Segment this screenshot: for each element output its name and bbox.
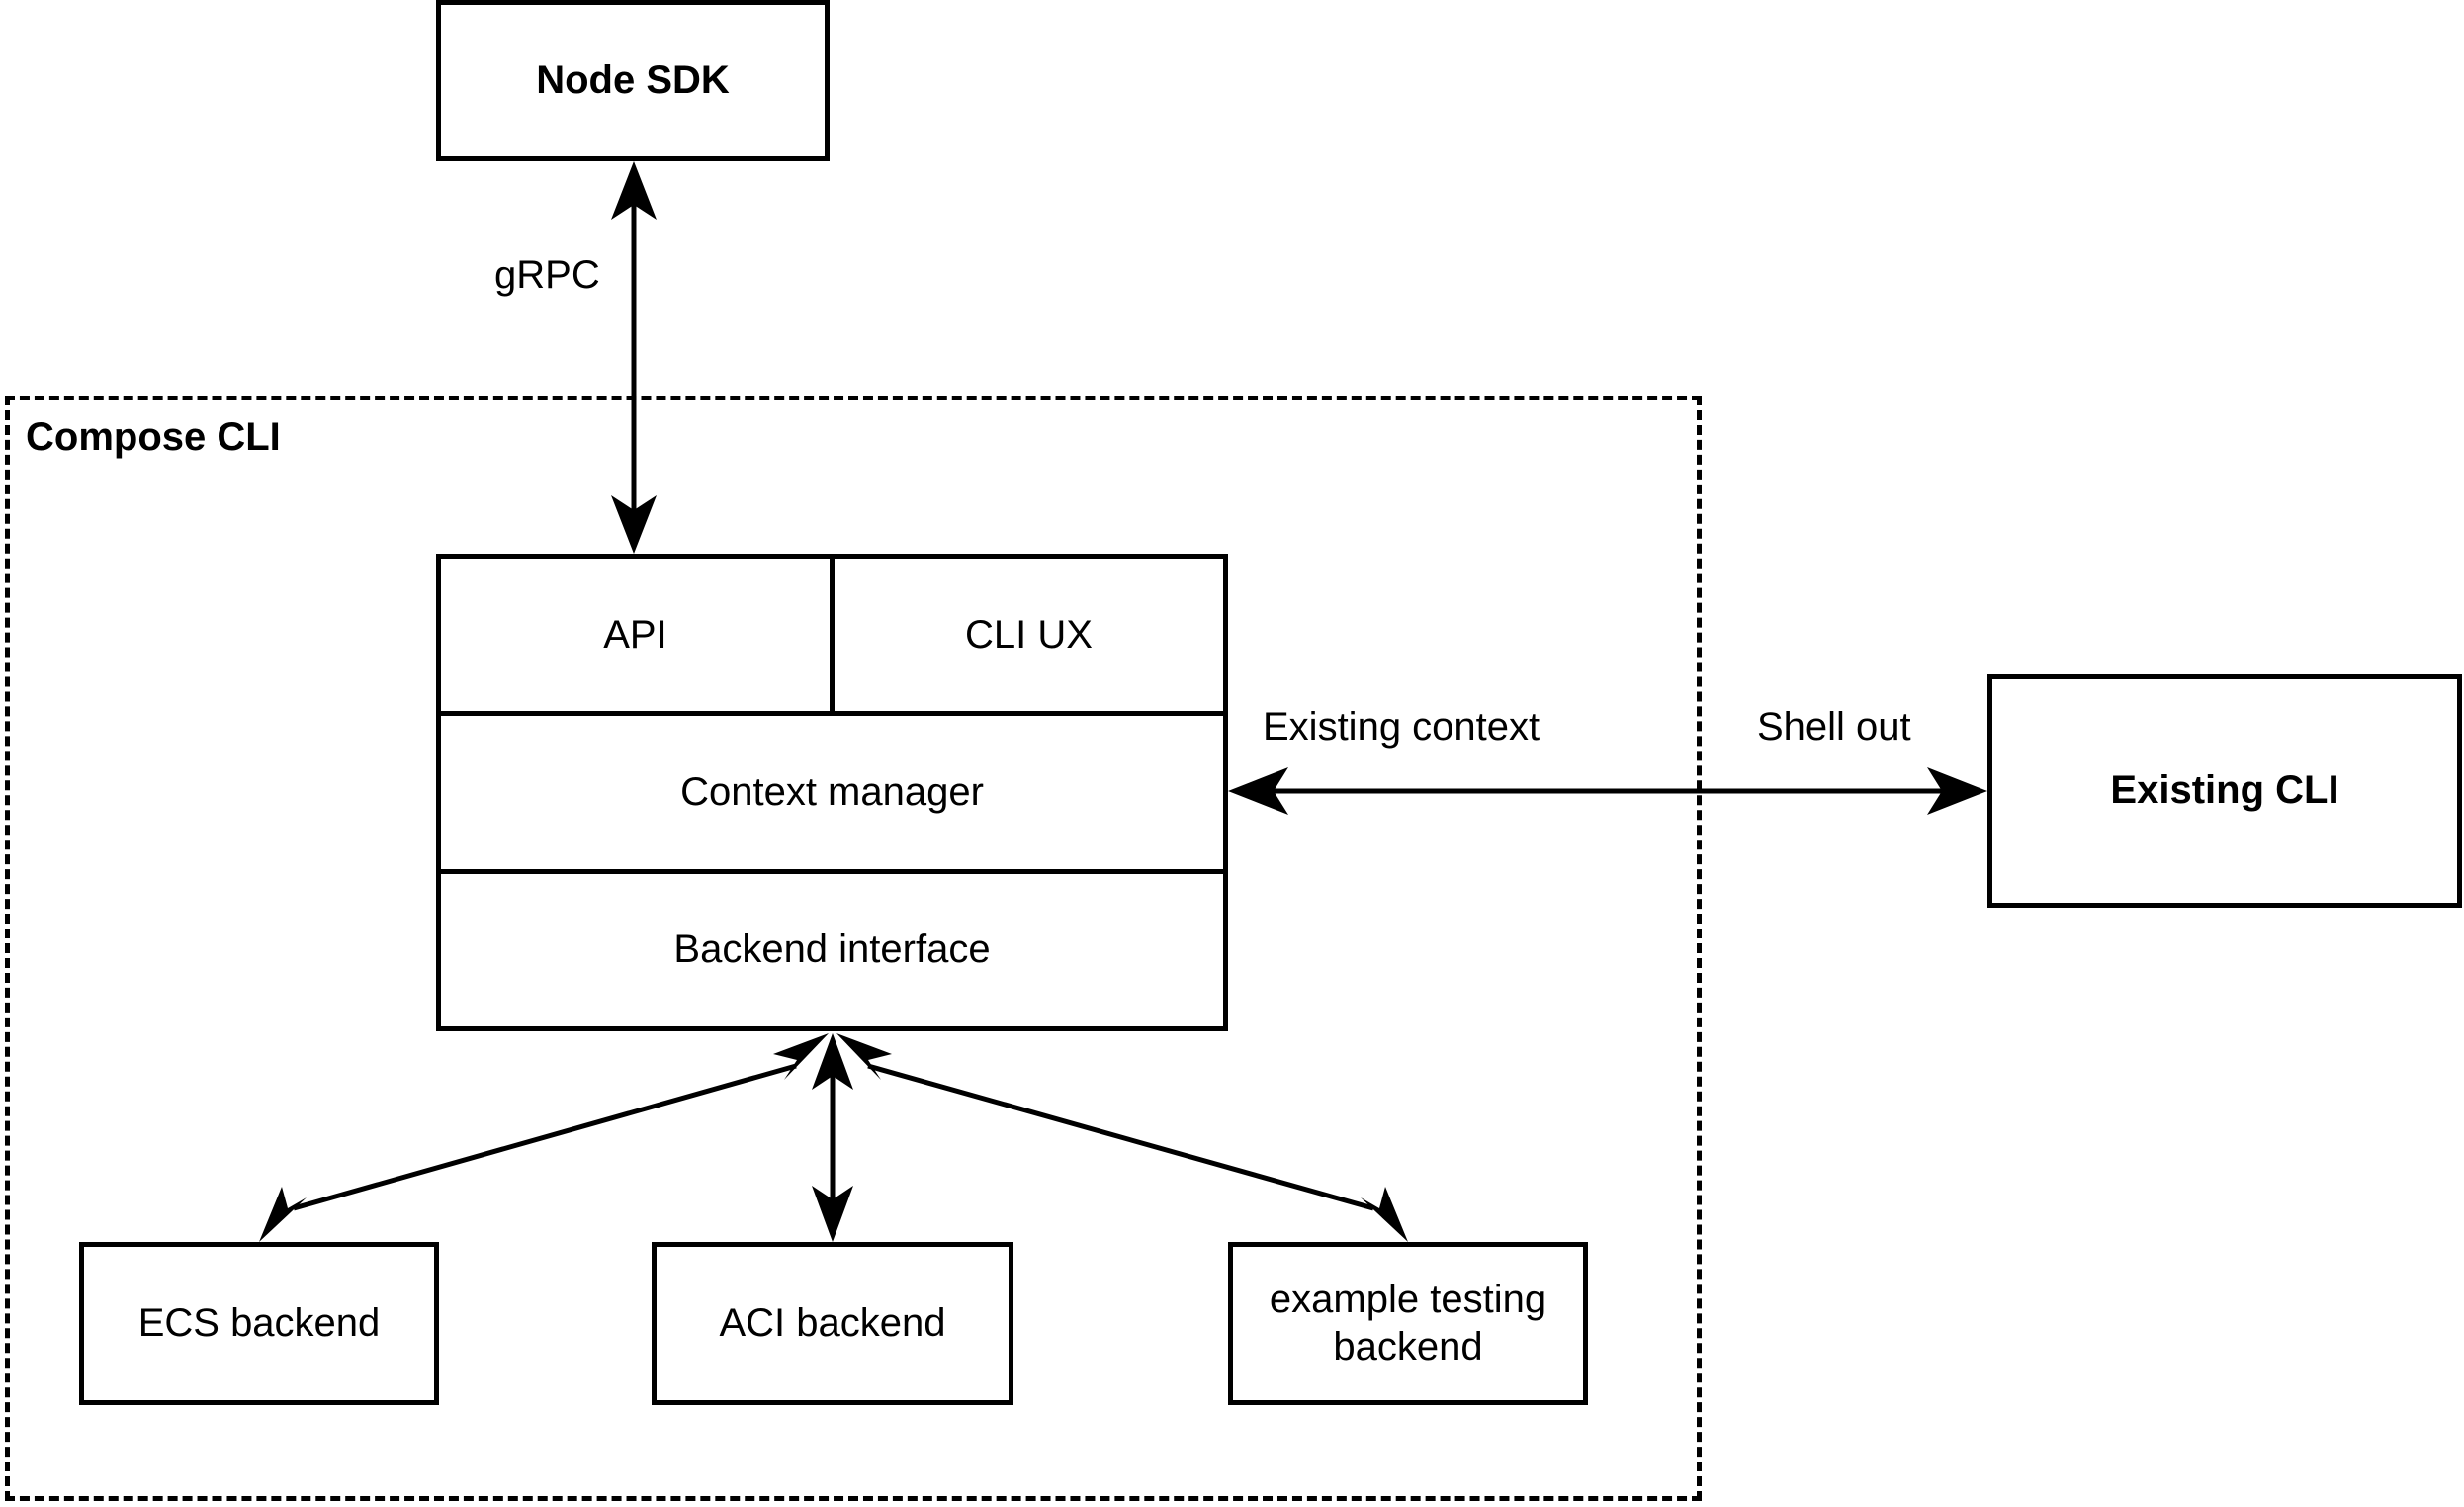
api-cell[interactable]: API	[441, 559, 830, 711]
backend-interface-label: Backend interface	[673, 928, 991, 972]
node-sdk-label: Node SDK	[536, 57, 730, 102]
stack-row-context-manager: Context manager	[441, 711, 1223, 868]
existing-cli-box[interactable]: Existing CLI	[1987, 674, 2462, 908]
backend-interface-cell[interactable]: Backend interface	[441, 874, 1223, 1026]
compose-cli-stack: API CLI UX Context manager Backend inter…	[436, 554, 1228, 1031]
example-testing-backend-box[interactable]: example testing backend	[1228, 1242, 1588, 1405]
shell-out-label-text: Shell out	[1757, 705, 1911, 749]
existing-cli-label: Existing CLI	[2110, 768, 2339, 813]
stack-row-api-cliux: API CLI UX	[441, 559, 1223, 712]
grpc-label-text: gRPC	[494, 253, 600, 297]
compose-cli-title-text: Compose CLI	[26, 415, 281, 459]
aci-backend-label: ACI backend	[719, 1300, 946, 1345]
compose-cli-container	[5, 396, 1702, 1501]
context-manager-cell[interactable]: Context manager	[441, 716, 1223, 868]
grpc-edge-label: gRPC	[494, 253, 600, 298]
cli-ux-cell[interactable]: CLI UX	[830, 559, 1223, 712]
node-sdk-box[interactable]: Node SDK	[436, 0, 830, 161]
ecs-backend-label: ECS backend	[137, 1300, 381, 1345]
api-label: API	[603, 612, 667, 657]
compose-cli-title: Compose CLI	[26, 415, 281, 460]
existing-context-label: Existing context	[1263, 705, 1540, 750]
cli-ux-label: CLI UX	[965, 612, 1093, 657]
stack-row-backend-interface: Backend interface	[441, 868, 1223, 1026]
example-testing-backend-label: example testing backend	[1269, 1278, 1547, 1369]
aci-backend-box[interactable]: ACI backend	[652, 1242, 1013, 1405]
shell-out-label: Shell out	[1757, 705, 1911, 750]
ecs-backend-box[interactable]: ECS backend	[79, 1242, 439, 1405]
context-manager-label: Context manager	[680, 769, 984, 814]
existing-context-label-text: Existing context	[1263, 705, 1540, 749]
